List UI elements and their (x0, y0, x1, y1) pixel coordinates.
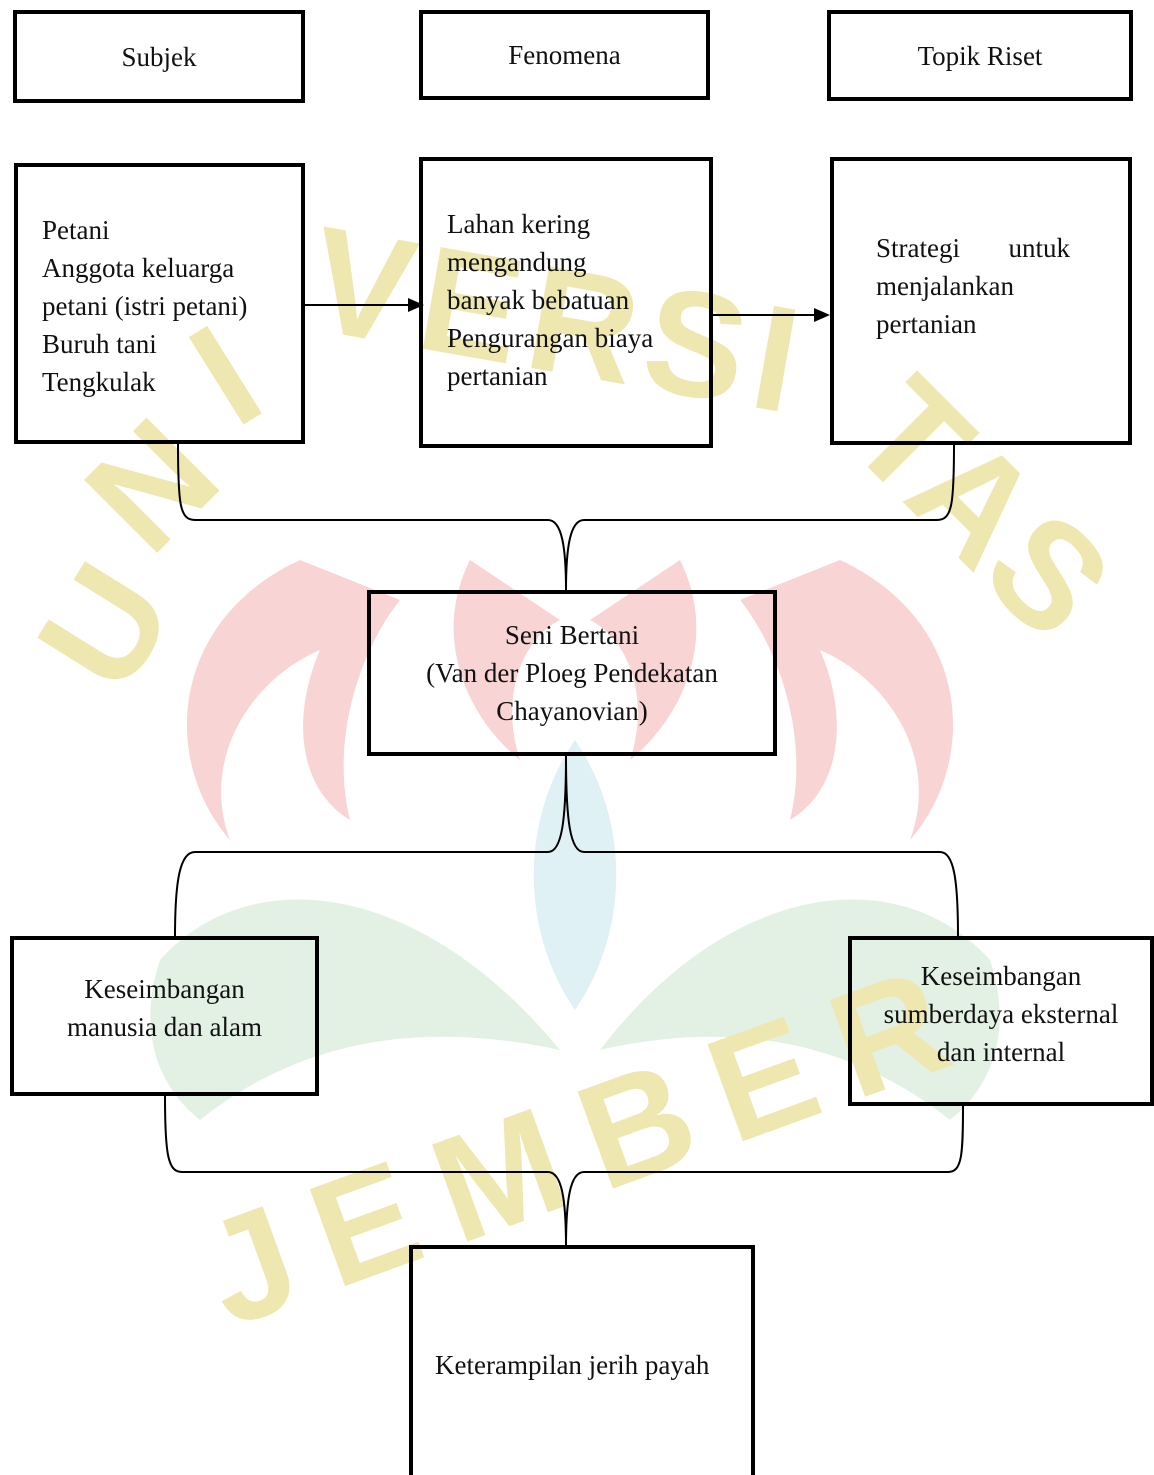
watermark-leaf-right (600, 899, 1000, 1120)
topik-line-1-word-1: Strategi (876, 233, 960, 263)
fenomena-line-3: banyak bebatuan (447, 285, 630, 315)
watermark-leaf-left (150, 899, 561, 1120)
header-fenomena-label: Fenomena (508, 40, 621, 70)
keseimbangan-sumberdaya-line-2: sumberdaya eksternal (883, 999, 1119, 1029)
seni-line-2: (Van der Ploeg Pendekatan (426, 658, 718, 688)
arrowhead-fenomena (408, 298, 424, 312)
watermark-leaf-center (533, 740, 617, 1010)
topik-line-1: Strategi untuk (876, 229, 1070, 267)
watermark-flame-left (186, 560, 400, 840)
keseimbangan-sumberdaya-text: Keseimbangan sumberdaya eksternal dan in… (884, 957, 1119, 1071)
topik-line-3: pertanian (876, 309, 977, 339)
keseimbangan-sumberdaya-line-3: dan internal (936, 1037, 1066, 1067)
header-subjek-label: Subjek (121, 41, 197, 72)
subjek-line-3: petani (istri petani) (42, 291, 248, 321)
subjek-detail-box: Petani Anggota keluarga petani (istri pe… (14, 163, 305, 444)
fenomena-line-5: pertanian (447, 361, 548, 391)
fenomena-line-2: mengandung (447, 247, 587, 277)
keseimbangan-sumberdaya-line-1: Keseimbangan (920, 961, 1082, 991)
watermark-flame-center (453, 560, 697, 760)
keseimbangan-alam-box: Keseimbangan manusia dan alam (10, 936, 319, 1096)
seni-line-3: Chayanovian) (496, 696, 648, 726)
keterampilan-box: Keterampilan jerih payah (409, 1245, 755, 1475)
keterampilan-label: Keterampilan jerih payah (435, 1350, 710, 1380)
keseimbangan-sumberdaya-box: Keseimbangan sumberdaya eksternal dan in… (848, 936, 1154, 1106)
header-topik-box: Topik Riset (827, 10, 1133, 101)
keseimbangan-alam-text: Keseimbangan manusia dan alam (67, 970, 262, 1046)
seni-bertani-text: Seni Bertani (Van der Ploeg Pendekatan C… (426, 616, 718, 730)
brace-seni-to-keseimbangan (174, 755, 959, 938)
watermark-flame-right (740, 560, 954, 840)
seni-bertani-box: Seni Bertani (Van der Ploeg Pendekatan C… (367, 590, 777, 756)
fenomena-detail-box: Lahan kering mengandung banyak bebatuan … (419, 157, 713, 448)
fenomena-line-4: Pengurangan biaya (447, 323, 654, 353)
seni-line-1: Seni Bertani (504, 620, 640, 650)
keseimbangan-alam-line-2: manusia dan alam (67, 1012, 262, 1042)
subjek-line-1: Petani (42, 215, 110, 245)
header-topik-label: Topik Riset (917, 40, 1043, 71)
topik-line-2: menjalankan (876, 271, 1014, 301)
fenomena-line-1: Lahan kering (447, 209, 591, 239)
subjek-line-5: Tengkulak (42, 367, 156, 397)
header-subjek-box: Subjek (13, 10, 305, 103)
topik-line-1-word-2: untuk (1008, 233, 1070, 263)
topik-detail-box: Strategi untuk menjalankan pertanian (830, 157, 1132, 445)
arrowhead-topik (814, 308, 830, 322)
subjek-line-4: Buruh tani (42, 329, 157, 359)
keseimbangan-alam-line-1: Keseimbangan (84, 974, 245, 1004)
subjek-line-2: Anggota keluarga (42, 253, 235, 283)
header-fenomena-box: Fenomena (419, 10, 710, 100)
